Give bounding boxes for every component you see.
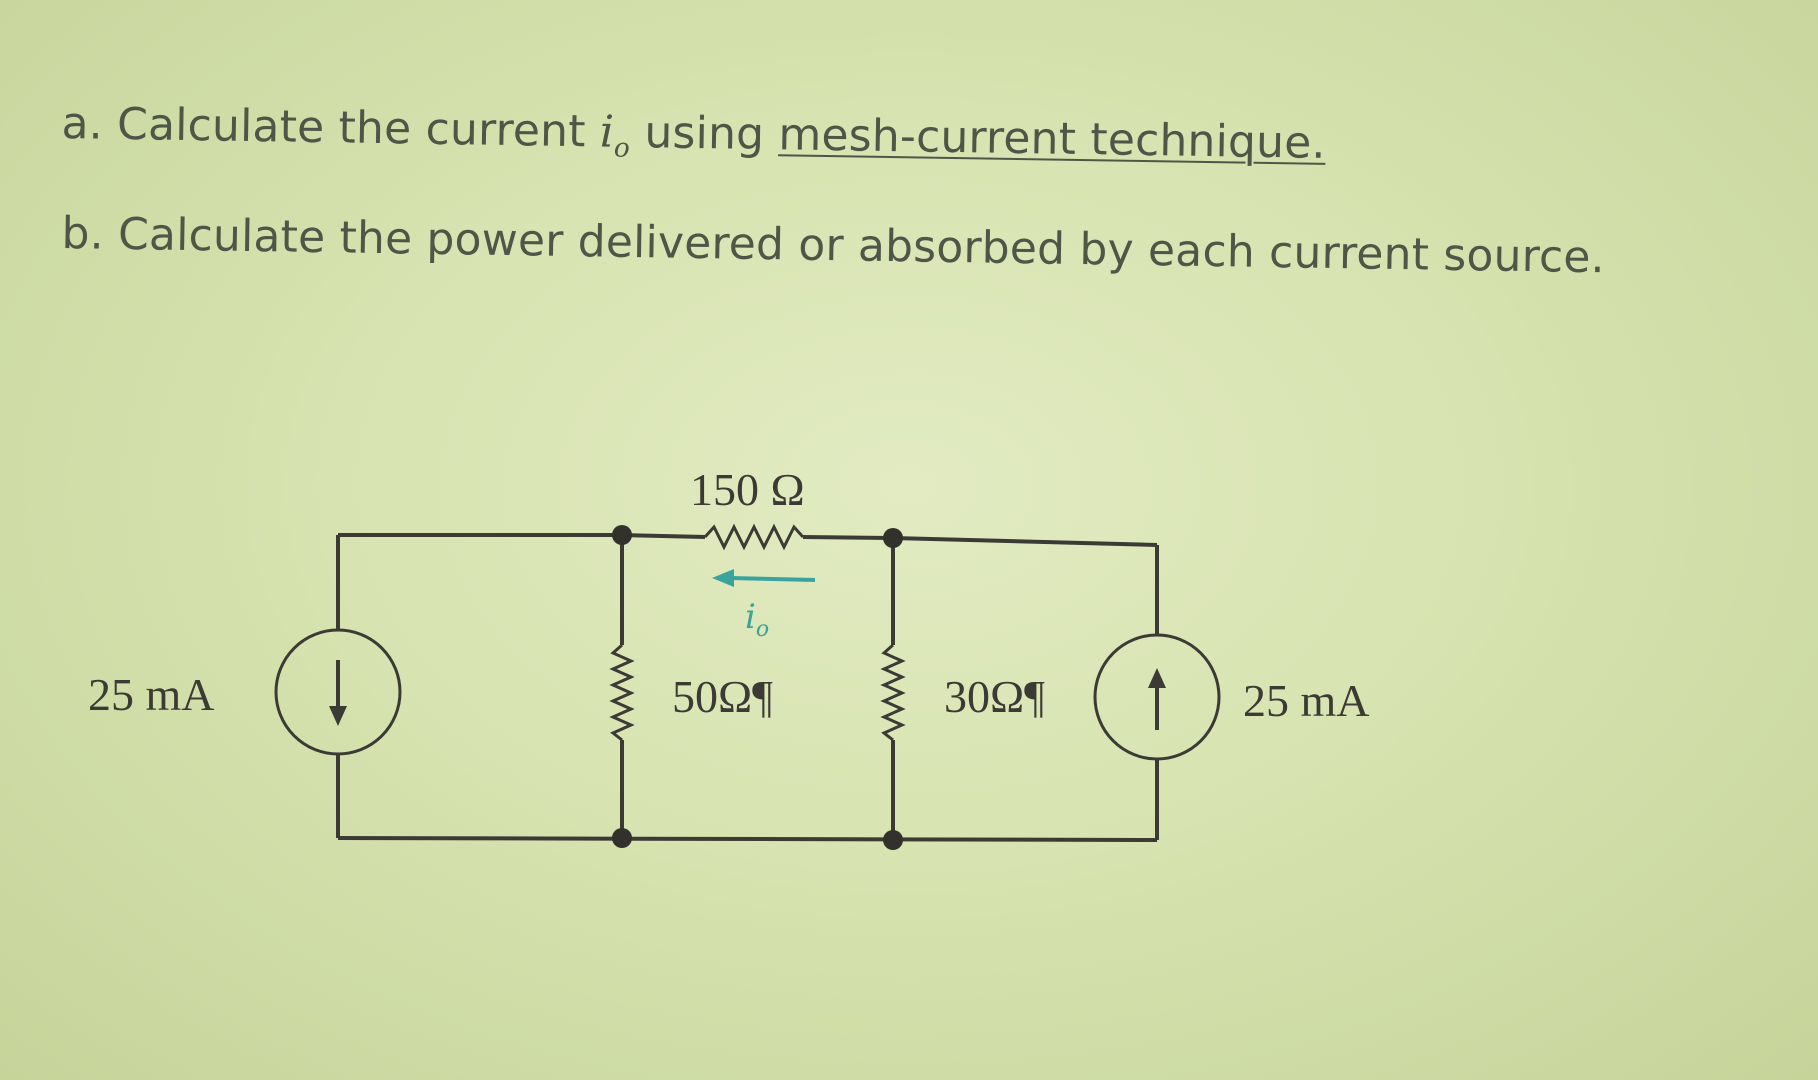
- top-wire-mid-left: [621, 533, 706, 539]
- current-direction-arrow: [712, 569, 816, 587]
- arrow-up-icon: [1148, 668, 1166, 730]
- top-wire-mid-right: [802, 535, 894, 540]
- node-top-left: [612, 525, 632, 545]
- node-bottom-left: [612, 828, 632, 848]
- node-top-right: [883, 528, 903, 548]
- current-label: io: [745, 597, 769, 642]
- right-source-label: 25 mA: [1243, 675, 1370, 726]
- left-current-source: [274, 628, 402, 756]
- left-source-label: 25 mA: [88, 669, 215, 720]
- resistor-150-symbol: [703, 523, 805, 551]
- right-current-source: [1093, 633, 1221, 761]
- bottom-wire: [337, 836, 1158, 842]
- middle-resistor-label: 50Ω¶: [672, 671, 773, 722]
- top-resistor-label: 150 Ω: [690, 464, 805, 515]
- node-bottom-right: [883, 830, 903, 850]
- resistor-30-symbol: [880, 643, 906, 742]
- resistor-50-symbol: [609, 643, 635, 742]
- arrow-down-icon: [329, 660, 347, 726]
- right-resistor-label: 30Ω¶: [944, 671, 1045, 722]
- top-wire-right: [892, 536, 1158, 547]
